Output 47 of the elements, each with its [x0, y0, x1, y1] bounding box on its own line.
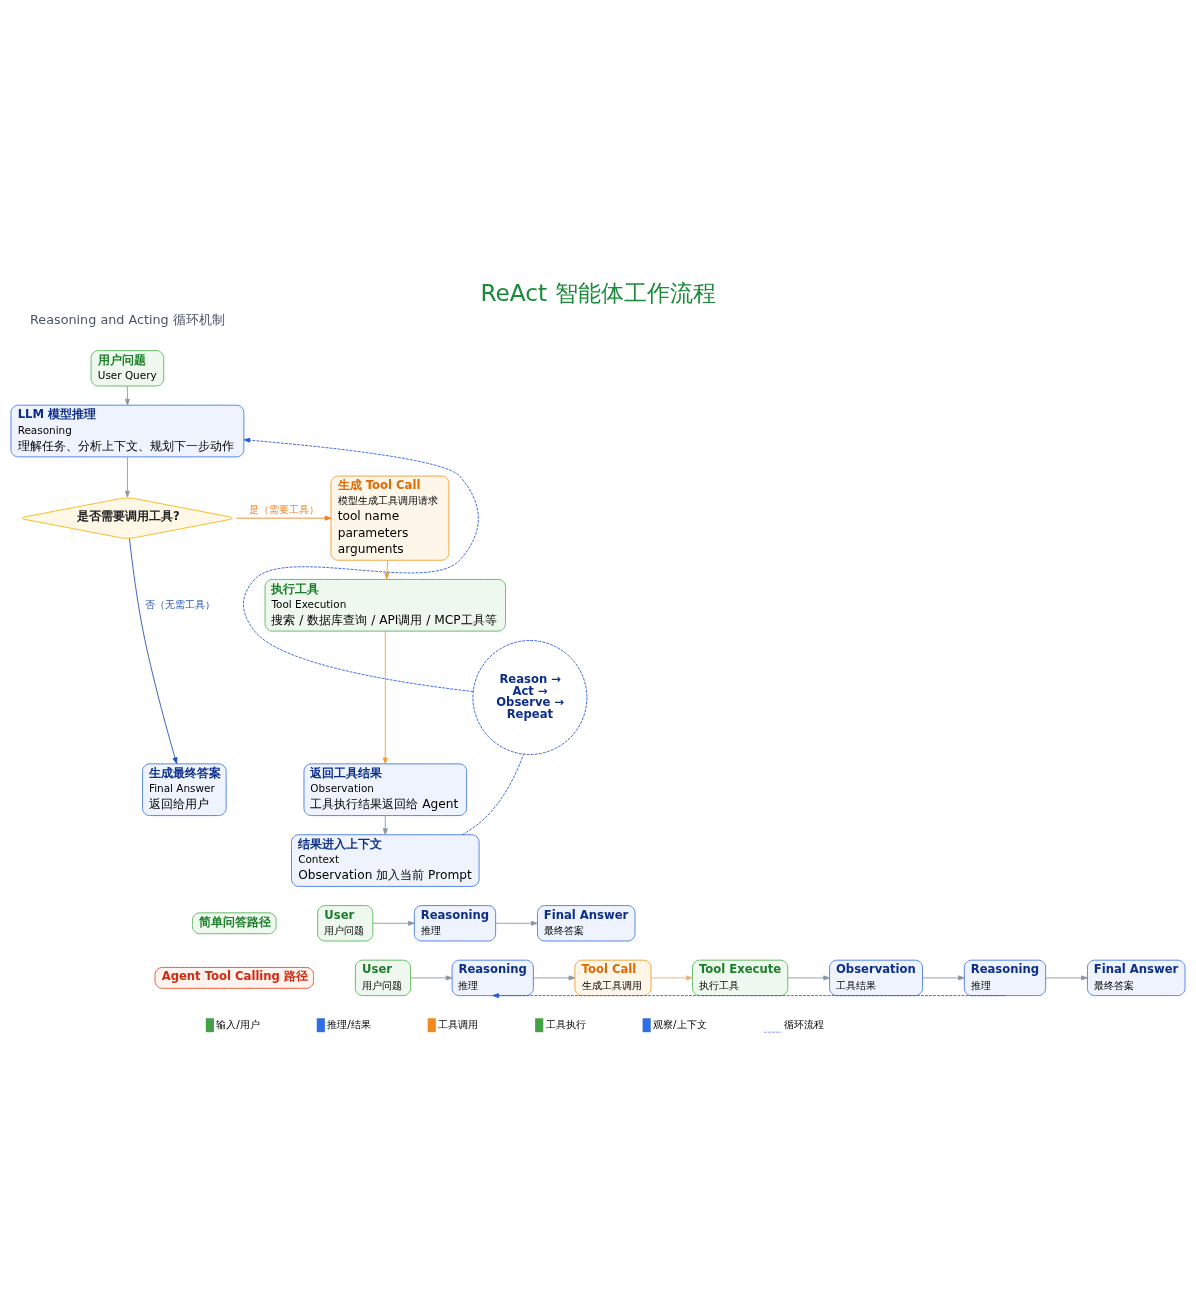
legend-label: 观察/上下文	[653, 1017, 707, 1030]
connector	[461, 753, 524, 835]
arrow	[372, 920, 415, 926]
arrow	[384, 559, 390, 580]
arrow	[124, 456, 130, 497]
arrow	[533, 974, 576, 980]
node-box: Reasoning 推理	[413, 904, 497, 941]
node-circle: Reason → Act → Observe → Repeat	[472, 639, 588, 755]
node-box: Agent Tool Calling 路径	[154, 966, 315, 989]
node-box: 执行工具 Tool Execution 搜索 / 数据库查询 / API调用 / MCP工具等	[264, 578, 506, 632]
arrow	[129, 537, 178, 764]
arrow	[495, 920, 538, 926]
arrow	[236, 515, 332, 521]
node-box: Final Answer 最终答案	[537, 904, 636, 941]
node-box: Tool Call 生成工具调用	[574, 959, 652, 996]
node-box: 生成 Tool Call 模型生成工具调用请求 tool name parameters arguments	[330, 475, 450, 561]
node-box: 用户问题 User Query	[90, 349, 165, 386]
legend-label: 工具调用	[438, 1017, 479, 1030]
arrow	[382, 814, 388, 835]
node-box: LLM 模型推理 Reasoning 理解任务、分析上下文、规划下一步动作	[10, 404, 245, 457]
arrow	[243, 437, 479, 692]
arrow	[410, 974, 453, 980]
edge-label: 是（需要工具）	[248, 502, 319, 515]
node-box: 结果进入上下文 Context Observation 加入当前 Prompt	[291, 833, 480, 887]
label: Reasoning and Acting 循环机制	[30, 311, 225, 327]
node-box: Reasoning 推理	[963, 959, 1047, 996]
arrow	[124, 385, 130, 406]
node-box: 简单问答路径	[192, 911, 277, 934]
arrow	[922, 974, 965, 980]
arrow	[1045, 974, 1088, 980]
legend-label: 工具执行	[545, 1017, 586, 1030]
node-box: 生成最终答案 Final Answer 返回给用户	[142, 762, 227, 816]
arrow	[650, 974, 693, 980]
diagram-title: ReAct 智能体工作流程	[480, 278, 716, 306]
legend-label: 输入/用户	[216, 1017, 260, 1030]
node-box: Final Answer 最终答案	[1087, 959, 1186, 996]
legend-label: 推理/结果	[327, 1017, 371, 1030]
node-box: Observation 工具结果	[829, 959, 923, 996]
node-box: User 用户问题	[317, 904, 374, 941]
legend-label: 循环流程	[783, 1017, 824, 1030]
arrow	[382, 630, 388, 764]
node-box: 返回工具结果 Observation 工具执行结果返回给 Agent	[303, 762, 468, 816]
arrow	[787, 974, 830, 980]
arrow	[492, 992, 1006, 998]
edge-label: 否（无需工具）	[144, 597, 215, 610]
node-box: User 用户问题	[354, 959, 411, 996]
node-box: Tool Execute 执行工具	[692, 959, 789, 996]
